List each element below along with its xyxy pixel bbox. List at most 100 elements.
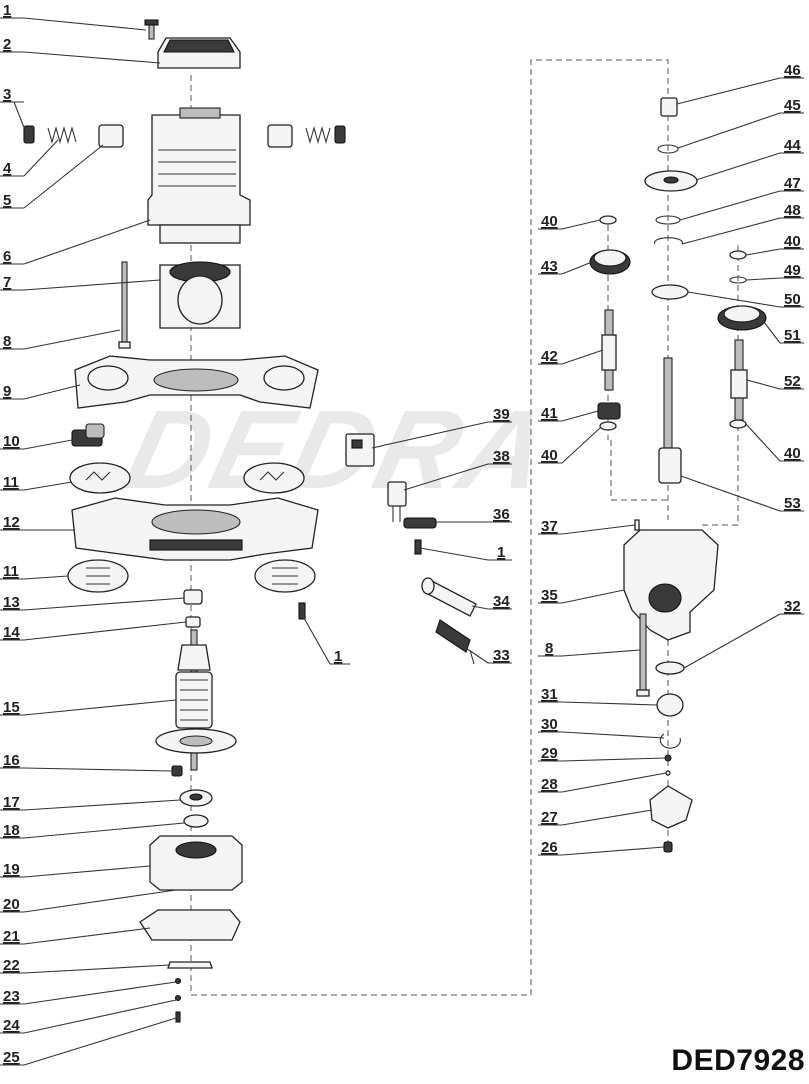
label-3: 3: [3, 86, 11, 103]
label-11b: 11: [3, 563, 19, 580]
part-bushing-46: [660, 97, 678, 117]
label-12: 12: [3, 514, 20, 531]
part-washers-40: [599, 215, 747, 431]
part-brush-caps: [23, 125, 346, 144]
label-39: 39: [493, 406, 510, 423]
part-grip-inserts-upper: [69, 462, 305, 494]
label-42: 42: [541, 348, 558, 365]
label-33: 33: [493, 647, 510, 664]
part-capacitor: [387, 481, 407, 522]
label-20: 20: [3, 896, 20, 913]
label-13: 13: [3, 594, 20, 611]
label-36: 36: [493, 506, 510, 523]
label-29: 29: [541, 745, 558, 762]
model-code: DED7928: [671, 1044, 805, 1077]
label-34: 34: [493, 593, 510, 610]
part-ring-30: [659, 733, 681, 749]
labels-right: 46 45 44 47 48 40 49 50 51 52 40 53 40 4…: [541, 62, 801, 856]
part-shaft-42: [601, 309, 617, 391]
part-brush-springs: [47, 125, 331, 145]
label-17: 17: [3, 794, 20, 811]
label-11: 11: [3, 474, 19, 491]
label-16: 16: [3, 752, 20, 769]
label-28: 28: [541, 776, 558, 793]
label-44: 44: [784, 137, 801, 154]
part-pin-37: [634, 519, 640, 531]
part-screw-26: [663, 841, 673, 853]
label-9: 9: [3, 383, 11, 400]
part-switch-cover: [157, 37, 241, 69]
leader-lines: [0, 17, 804, 1066]
part-screw-16: [171, 765, 183, 777]
label-41: 41: [541, 405, 558, 422]
label-1-center-b: 1: [334, 648, 342, 665]
label-32: 32: [784, 598, 801, 615]
label-24: 24: [3, 1017, 20, 1034]
part-ring-45: [657, 144, 679, 154]
part-grip-inserts-lower: [67, 559, 316, 593]
label-31: 31: [541, 686, 558, 703]
part-armature: [155, 629, 237, 771]
label-37: 37: [541, 518, 558, 535]
label-35: 35: [541, 587, 558, 604]
part-gear-housing: [149, 835, 243, 891]
part-knob: [71, 423, 105, 447]
part-balls-29-28: [664, 754, 672, 776]
label-6: 6: [3, 248, 11, 265]
part-switch: [345, 433, 375, 467]
part-cable-sleeve: [421, 577, 477, 617]
label-40-r2: 40: [784, 445, 801, 462]
label-51: 51: [784, 327, 801, 344]
label-40-m2: 40: [541, 447, 558, 464]
part-shaft-52: [730, 339, 748, 421]
part-screw-top: [144, 19, 159, 40]
part-brush-holders: [98, 124, 293, 148]
label-14: 14: [3, 624, 20, 641]
label-19: 19: [3, 861, 20, 878]
part-motor-housing: [147, 107, 251, 244]
label-46: 46: [784, 62, 801, 79]
labels-center: 39 38 36 1 34 33 1: [334, 406, 510, 665]
part-washer-32: [655, 661, 685, 675]
label-1: 1: [3, 2, 11, 19]
label-45: 45: [784, 97, 801, 114]
part-disc-44: [644, 170, 698, 192]
label-26: 26: [541, 839, 558, 856]
label-5: 5: [3, 192, 11, 209]
part-collet-nut-27: [649, 785, 693, 829]
label-25: 25: [3, 1049, 20, 1066]
label-49: 49: [784, 262, 801, 279]
part-screw-center-2: [298, 602, 306, 620]
label-40-r1: 40: [784, 233, 801, 250]
label-4: 4: [3, 160, 12, 177]
part-gear-43: [589, 249, 631, 275]
part-long-screw-right: [636, 613, 650, 697]
part-clamp: [403, 517, 437, 529]
label-43: 43: [541, 258, 558, 275]
label-50: 50: [784, 291, 801, 308]
part-gear-51: [717, 305, 767, 331]
label-23: 23: [3, 988, 20, 1005]
label-8: 8: [3, 333, 11, 350]
part-base-plate: [139, 909, 241, 1023]
part-collet-housing: [623, 529, 719, 641]
part-screw-center-1: [414, 539, 422, 555]
label-2: 2: [3, 36, 11, 53]
label-21: 21: [3, 928, 20, 945]
part-bearing-small: [183, 589, 203, 628]
label-7: 7: [3, 274, 11, 291]
label-15: 15: [3, 699, 20, 716]
part-spindle-53: [658, 357, 682, 484]
label-52: 52: [784, 373, 801, 390]
label-27: 27: [541, 809, 558, 826]
labels-left: 1 2 3 4 5 6 7 8 9 10 11 12 11 13 14 15 1…: [3, 2, 20, 1066]
label-40-m1: 40: [541, 213, 558, 230]
part-bearing-17: [179, 789, 213, 807]
part-washer-50: [651, 284, 689, 300]
label-38: 38: [493, 448, 510, 465]
part-stator: [159, 261, 241, 329]
label-8-right: 8: [545, 640, 553, 657]
label-10: 10: [3, 433, 20, 450]
label-22: 22: [3, 957, 20, 974]
